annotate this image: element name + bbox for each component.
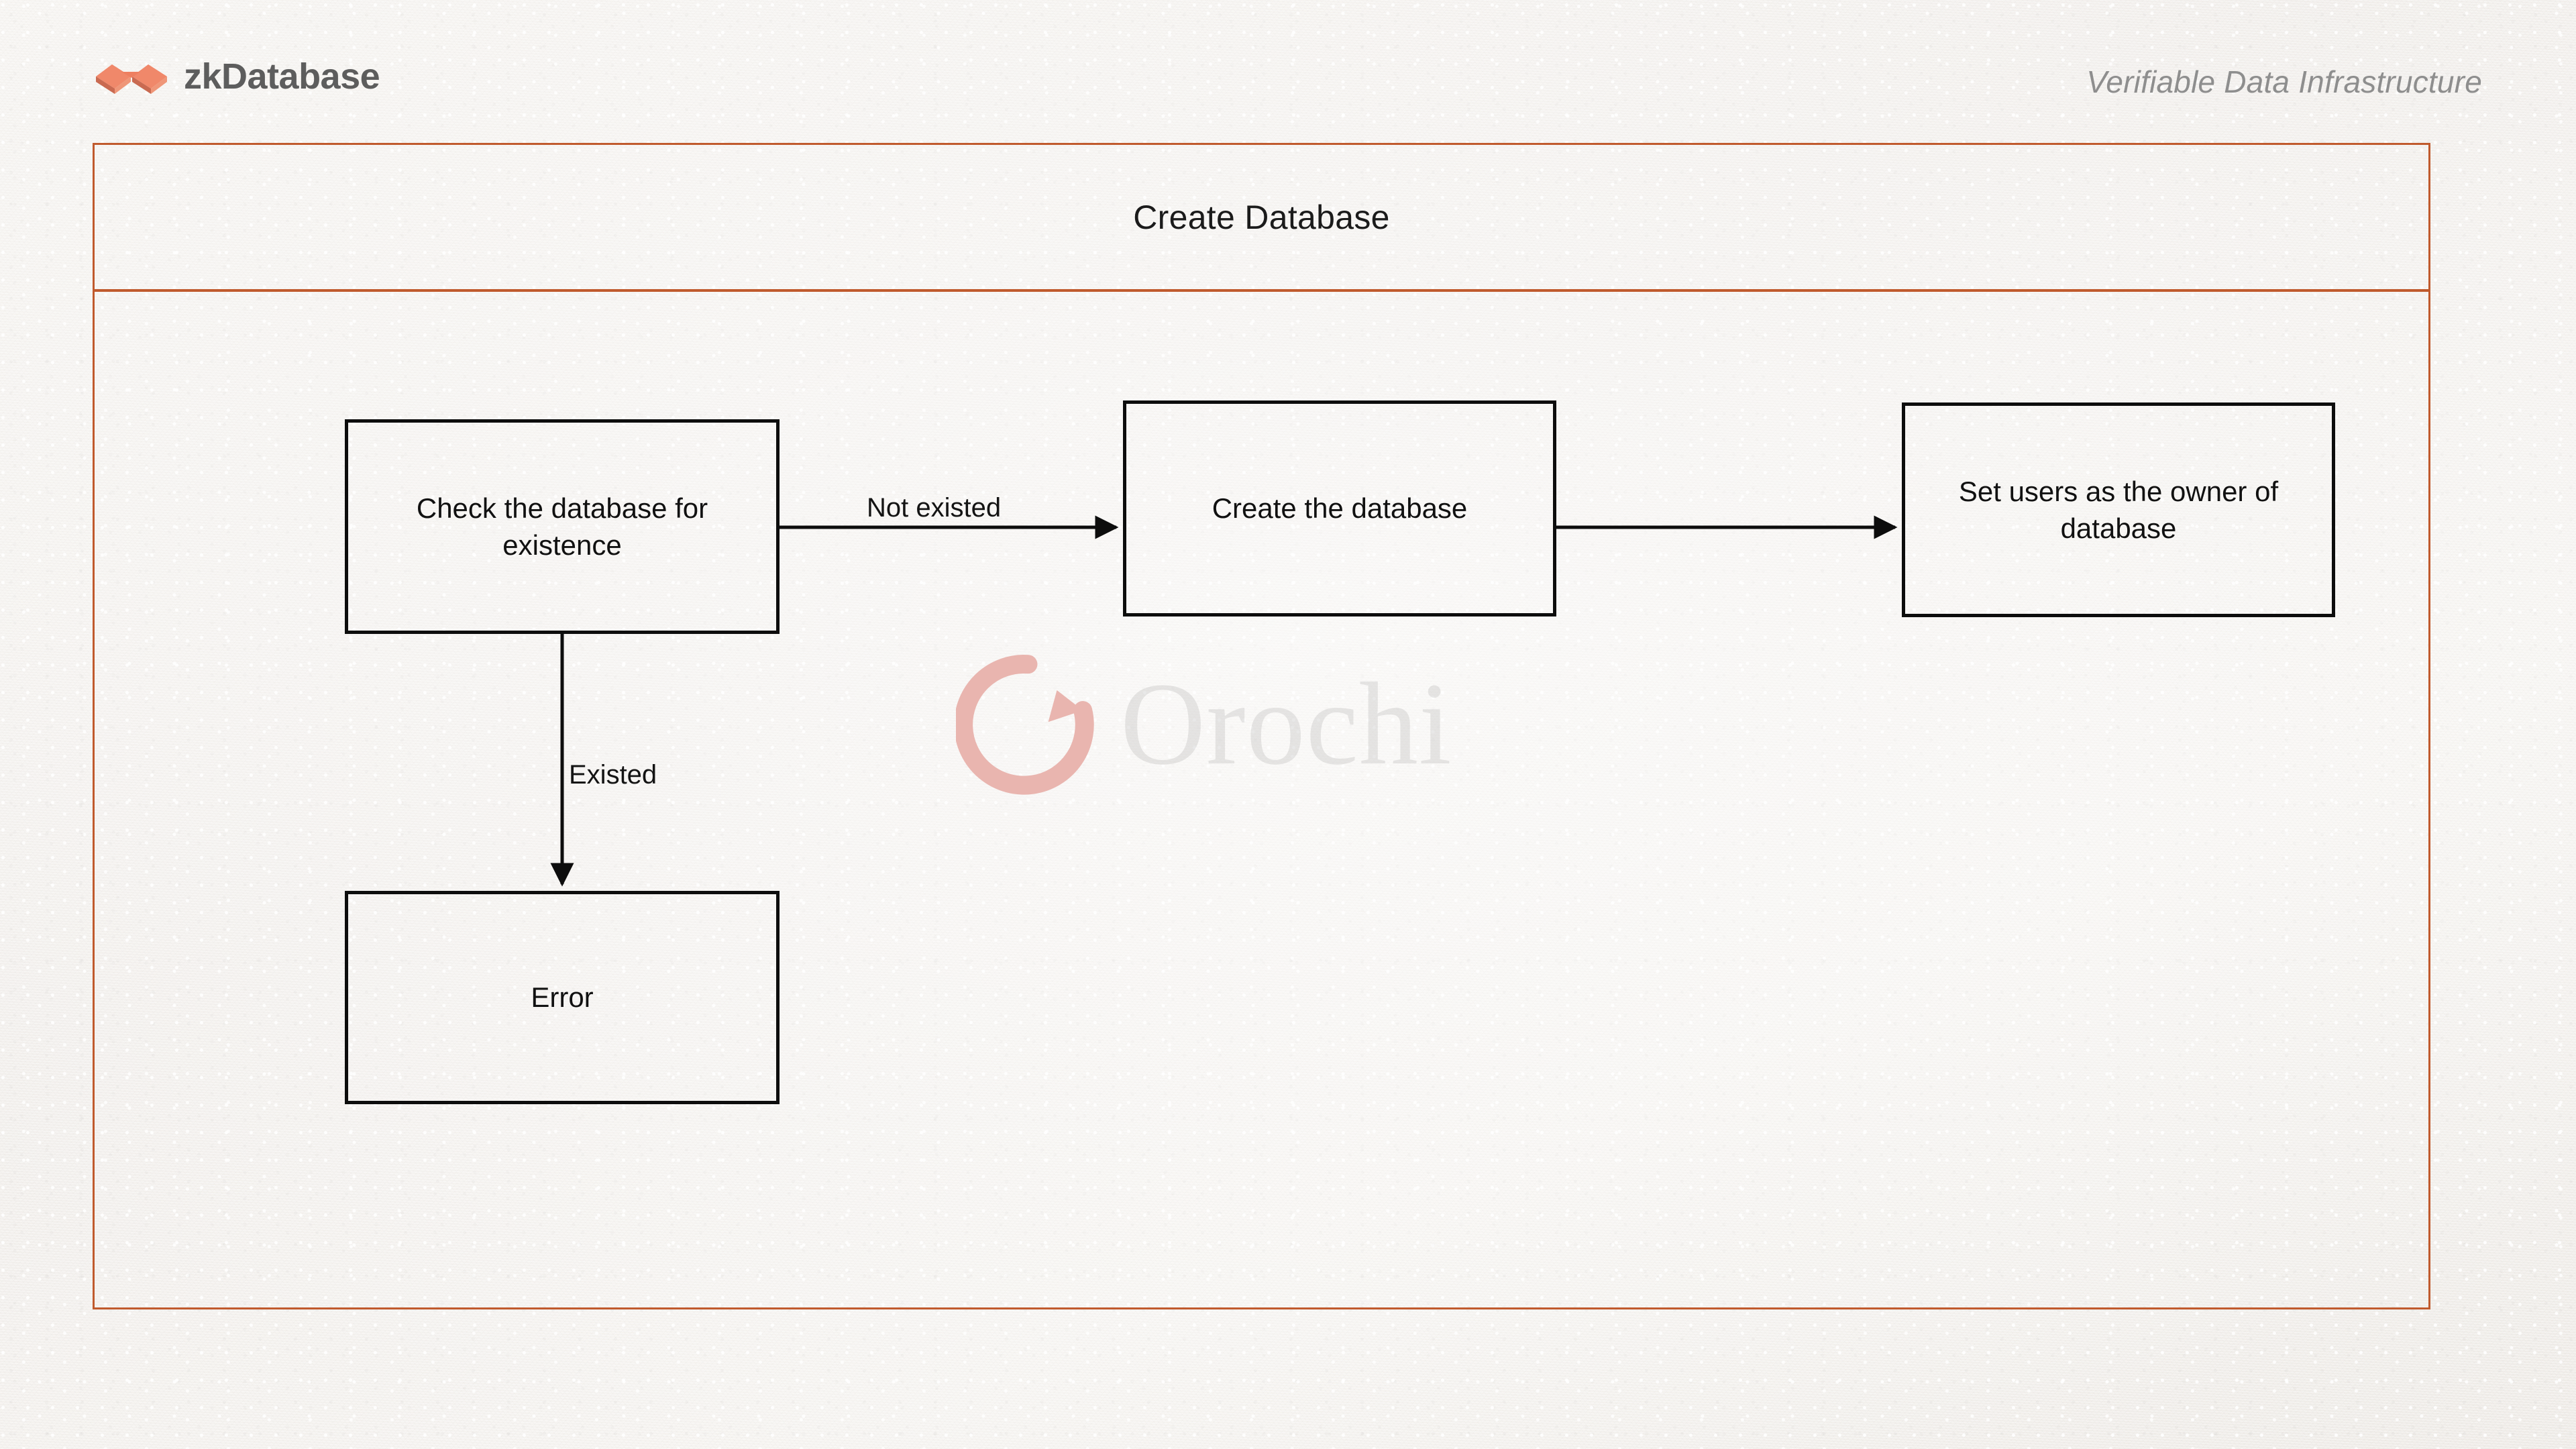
interlocking-blocks-logo-icon <box>96 64 167 94</box>
page-header: zkDatabase Verifiable Data Infrastructur… <box>0 0 2576 144</box>
flow-node-set-users-owner[interactable]: Set users as the owner of database <box>1902 402 2335 617</box>
brand-name-text: zkDatabase <box>184 56 380 97</box>
diagram-title-bar: Create Database <box>95 145 2428 292</box>
brand-logo: zkDatabase <box>94 55 380 98</box>
page-title: Create Database <box>1133 198 1390 236</box>
flow-node-create-database[interactable]: Create the database <box>1123 400 1556 616</box>
flow-node-error[interactable]: Error <box>345 891 780 1104</box>
diagram-frame: Create Database <box>93 143 2430 1309</box>
edge-label-existed: Existed <box>569 760 657 790</box>
tagline-text: Verifiable Data Infrastructure <box>2086 64 2482 99</box>
flow-node-check-database-existence[interactable]: Check the database for existence <box>345 419 780 634</box>
edge-label-not-existed: Not existed <box>867 493 1002 523</box>
